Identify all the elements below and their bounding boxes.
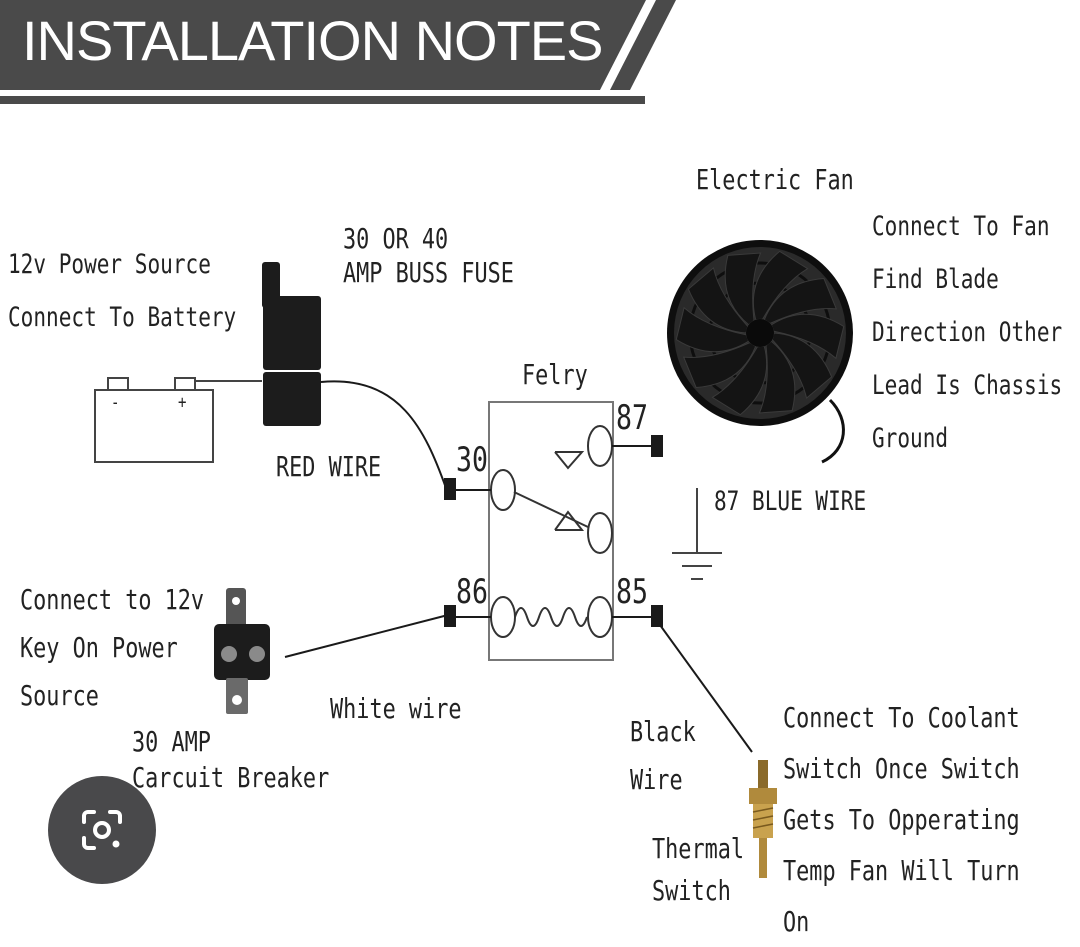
white-wire-label: White wire: [330, 692, 462, 725]
fan-blade: [763, 277, 838, 324]
fan-blade: [724, 252, 762, 326]
relay-label: Felry: [522, 358, 588, 391]
fuse-icon: [262, 262, 321, 426]
circuit-breaker-label: 30 AMP Carcuit Breaker: [132, 725, 330, 794]
red-wire-label: RED WIRE: [276, 450, 382, 483]
black-wire-label: Black Wire: [630, 715, 696, 796]
pin-30-label: 30: [456, 440, 488, 480]
white-wire: [284, 614, 449, 658]
lens-search-button[interactable]: [48, 776, 156, 884]
fan-blade: [711, 345, 768, 416]
thermal-switch-label: Thermal Switch: [652, 832, 745, 907]
fan-blade: [675, 306, 750, 353]
header-band-shape: [0, 0, 668, 90]
ground-icon: [672, 488, 722, 580]
pin-85-label: 85: [616, 572, 648, 612]
battery-minus-label: -: [111, 392, 120, 413]
fuse-label: 30 OR 40 AMP BUSS FUSE: [343, 222, 514, 289]
battery-icon: [94, 377, 262, 463]
electric-fan-label: Electric Fan: [696, 163, 854, 196]
fan-blade: [687, 267, 749, 334]
fan-note: Connect To Fan Find Blade Direction Othe…: [872, 211, 1063, 454]
relay-internal-lines: [513, 451, 589, 627]
coolant-note: Connect To Coolant Switch Once Switch Ge…: [783, 701, 1020, 938]
header-banner: [0, 0, 684, 104]
header-underline: [0, 96, 645, 104]
battery-plus-label: +: [178, 392, 187, 413]
header-stripe: [610, 0, 676, 90]
key-power-label: Connect to 12v Key On Power Source: [20, 583, 205, 712]
black-wire: [659, 624, 753, 753]
relay-contacts: [490, 425, 613, 638]
red-wire: [320, 380, 447, 489]
blue-wire-label: 87 BLUE WIRE: [714, 486, 867, 517]
fan-blade: [752, 250, 809, 321]
fan-blade: [771, 332, 833, 399]
electric-fan-icon: [667, 240, 853, 464]
pin-86-label: 86: [456, 572, 488, 612]
fan-blade: [682, 342, 757, 389]
power-source-label: 12v Power Source Connect To Battery: [8, 249, 237, 333]
fan-blade: [758, 340, 796, 414]
lens-search-icon: [82, 810, 122, 850]
relay-icon: [488, 401, 614, 661]
relay-terminals: [444, 435, 663, 627]
thermal-switch-icon: [749, 760, 777, 878]
fan-blade: [770, 313, 845, 360]
pin-87-label: 87: [616, 398, 648, 438]
relay-pin-leads: [452, 445, 655, 618]
circuit-breaker-icon: [214, 588, 270, 714]
page-title: INSTALLATION NOTES: [22, 9, 603, 72]
wiring-diagram: [94, 240, 853, 878]
